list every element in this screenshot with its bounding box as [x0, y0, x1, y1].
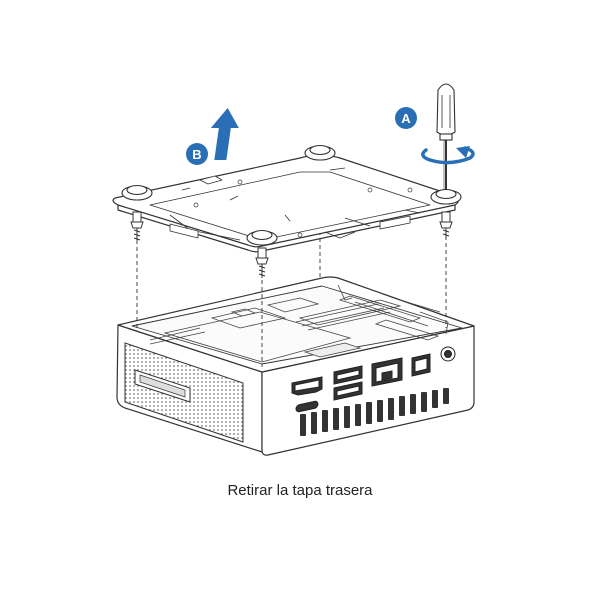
screwdriver-icon — [436, 83, 456, 190]
foot-back-right — [304, 144, 336, 161]
screw-front — [255, 247, 269, 278]
foot-back-left — [121, 184, 153, 201]
left-vent — [124, 342, 244, 443]
step-badge-a-letter: A — [401, 111, 411, 126]
usb-a-ports — [333, 365, 363, 401]
screwdriver-handle — [436, 83, 456, 136]
ethernet-port — [371, 357, 403, 387]
usb-c-port — [295, 400, 319, 413]
cover-plate — [112, 154, 460, 248]
screw-right — [439, 211, 453, 238]
figure-caption: Retirar la tapa trasera — [227, 482, 373, 499]
captive-screws — [130, 211, 453, 278]
step-badge-a: A — [395, 107, 417, 129]
arrow-up-icon — [210, 108, 239, 160]
step-badge-b: B — [186, 143, 208, 165]
back-cover — [112, 154, 460, 253]
foot-front-right — [430, 188, 462, 205]
front-ports — [291, 346, 456, 413]
screw-left — [130, 211, 144, 241]
rotate-arrow-icon — [421, 146, 475, 165]
step-badge-b-letter: B — [192, 147, 201, 162]
cover-feet — [121, 144, 462, 246]
bottom-vents — [300, 388, 449, 436]
foot-front-left — [246, 229, 278, 246]
internal-board — [149, 284, 449, 363]
